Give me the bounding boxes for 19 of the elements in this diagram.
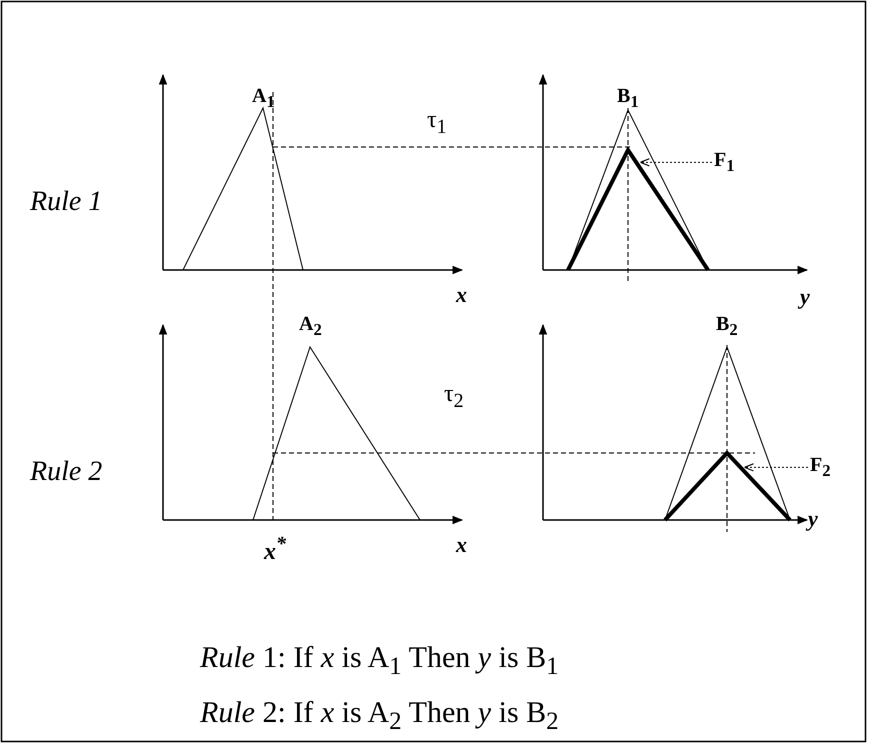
set-label: A$_{1}$	[252, 86, 275, 111]
rule-statement: Rule 1: If x is A$_{1}$ Then y is B$_{1}$	[200, 643, 559, 679]
set-label: B$_{2}$	[716, 314, 738, 339]
firing-strength-label: τ$_{2}$	[444, 382, 464, 411]
rule-statement: Rule 2: If x is A$_{2}$ Then y is B$_{2}$	[200, 698, 559, 734]
rule-label: Rule 2	[30, 458, 102, 486]
axis-label: y	[808, 508, 818, 530]
input-value-label: x$^{*}$	[264, 534, 286, 564]
set-label: A$_{2}$	[299, 314, 322, 339]
rule-label: Rule 1	[30, 188, 102, 216]
axis-label: x	[456, 284, 467, 306]
firing-strength-label: τ$_{1}$	[427, 108, 447, 137]
leader-arrow	[744, 463, 808, 472]
output-label: F$_{2}$	[810, 455, 831, 480]
axis-label: y	[800, 286, 810, 308]
axis-label: x	[456, 534, 467, 556]
leader-arrow	[640, 158, 712, 166]
output-label: F$_{1}$	[714, 150, 735, 175]
set-label: B$_{1}$	[617, 86, 639, 111]
